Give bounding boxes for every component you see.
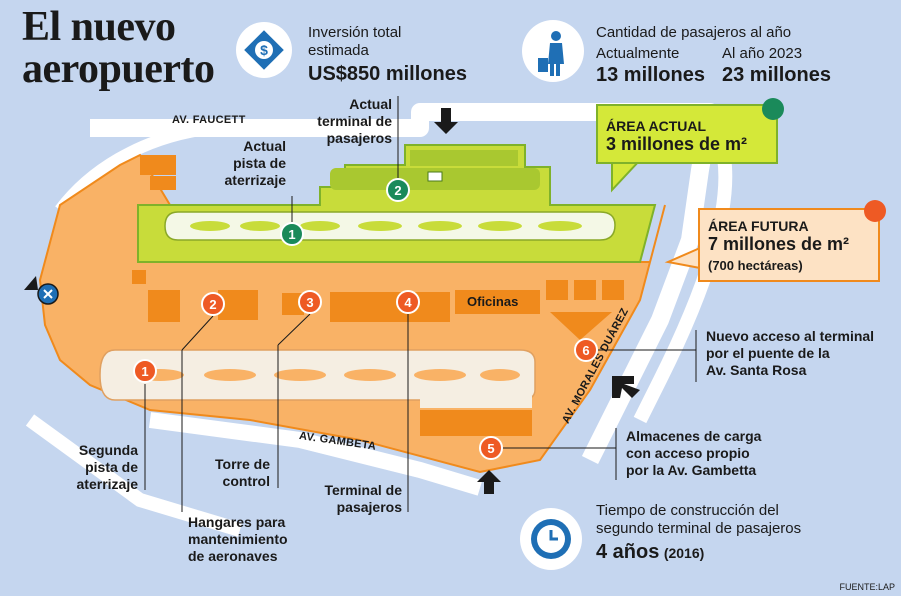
current-area-label: ÁREA ACTUAL [606, 118, 707, 134]
callout-hangars-line3: de aeronaves [188, 548, 278, 564]
construction-line1: Tiempo de construcción del [596, 502, 779, 519]
callout-leader-lines [144, 96, 697, 512]
passengers-title: Cantidad de pasajeros al año [596, 24, 792, 41]
clock-icon [520, 508, 582, 570]
investment-label-line1: Inversión total [308, 24, 402, 41]
callout-new-access-line1: Nuevo acceso al terminal [706, 328, 875, 344]
passengers-future-value: 23 millones [722, 64, 831, 86]
money-sign-icon: $ [236, 22, 292, 78]
callout-current-terminal-line3: pasajeros [326, 130, 392, 146]
callout-hangars-line1: Hangares para [188, 514, 286, 530]
construction-duration: 4 años (2016) [596, 540, 704, 564]
callout-current-runway-line1: Actual [243, 138, 286, 154]
callout-cargo-line3: por la Av. Gambetta [626, 462, 757, 478]
current-runway-islands [190, 221, 582, 231]
passengers-current-value: 13 millones [596, 64, 705, 86]
future-area-note: (700 hectáreas) [708, 258, 803, 273]
callout-terminal: Terminal de pasajeros [312, 482, 402, 516]
page-title: El nuevo aeropuerto [22, 6, 215, 90]
offices-label: Oficinas [467, 294, 519, 309]
callout-control-tower-line1: Torre de [215, 456, 270, 472]
current-area-dot [762, 98, 784, 120]
future-area-dot [864, 200, 886, 222]
callout-hangars-line2: mantenimiento [188, 531, 288, 547]
callout-second-runway-line3: aterrizaje [76, 476, 138, 492]
callout-second-runway: Segunda pista de aterrizaje [56, 442, 138, 493]
cargo-apron [420, 394, 532, 408]
future-area-value: 7 millones de m² [708, 234, 850, 254]
passengers-current-label: Actualmente [596, 45, 680, 62]
callout-new-access-line3: Av. Santa Rosa [706, 362, 807, 378]
access-arrows [434, 108, 640, 494]
callout-current-terminal-line1: Actual [349, 96, 392, 112]
current-area-pointer [611, 159, 643, 193]
future-buildings [132, 155, 624, 436]
callout-cargo-line2: con acceso propio [626, 445, 750, 461]
future-area-label: ÁREA FUTURA [708, 218, 809, 234]
current-area-value: 3 millones de m² [606, 134, 748, 154]
investment-label: Inversión total estimada [308, 24, 401, 60]
callout-control-tower-line2: control [222, 473, 270, 489]
page-title-line1: El nuevo [22, 4, 176, 50]
source-credit: FUENTE:LAP [839, 582, 895, 592]
callout-current-runway-line3: aterrizaje [224, 172, 286, 188]
investment-value: US$850 millones [308, 63, 467, 85]
callout-terminal-line2: pasajeros [336, 499, 402, 515]
construction-line2: segundo terminal de pasajeros [596, 520, 802, 537]
callout-cargo: Almacenes de carga con acceso propio por… [626, 428, 761, 479]
future-area-box: ÁREA FUTURA 7 millones de m² (700 hectár… [698, 208, 880, 282]
callout-second-runway-line1: Segunda [78, 442, 138, 458]
callout-new-access: Nuevo acceso al terminal por el puente d… [706, 328, 874, 379]
construction-year: (2016) [663, 545, 705, 561]
current-area-box: ÁREA ACTUAL 3 millones de m² [596, 104, 778, 164]
callout-current-runway: Actual pista de aterrizaje [210, 138, 286, 189]
callout-cargo-line1: Almacenes de carga [626, 428, 762, 444]
current-terminal-building [427, 171, 443, 182]
road-label-faucett: AV. FAUCETT [172, 114, 246, 126]
callout-terminal-line1: Terminal de [324, 482, 402, 498]
page-title-line2: aeropuerto [22, 46, 215, 92]
callout-second-runway-line2: pista de [85, 459, 138, 475]
compass-icon [24, 276, 59, 305]
investment-label-line2: estimada [308, 42, 369, 59]
svg-text:$: $ [260, 42, 268, 58]
callout-new-access-line2: por el puente de la [706, 345, 830, 361]
callout-control-tower: Torre de control [200, 456, 270, 490]
callout-current-terminal-line2: terminal de [317, 113, 392, 129]
passengers-future-label: Al año 2023 [722, 45, 803, 62]
traveler-with-luggage-icon [522, 20, 584, 82]
construction-value: 4 años [596, 541, 660, 563]
callout-current-terminal: Actual terminal de pasajeros [304, 96, 392, 147]
callout-current-runway-line2: pista de [233, 155, 286, 171]
current-terminal-strip [410, 150, 518, 166]
callout-hangars: Hangares para mantenimiento de aeronaves [188, 514, 288, 565]
